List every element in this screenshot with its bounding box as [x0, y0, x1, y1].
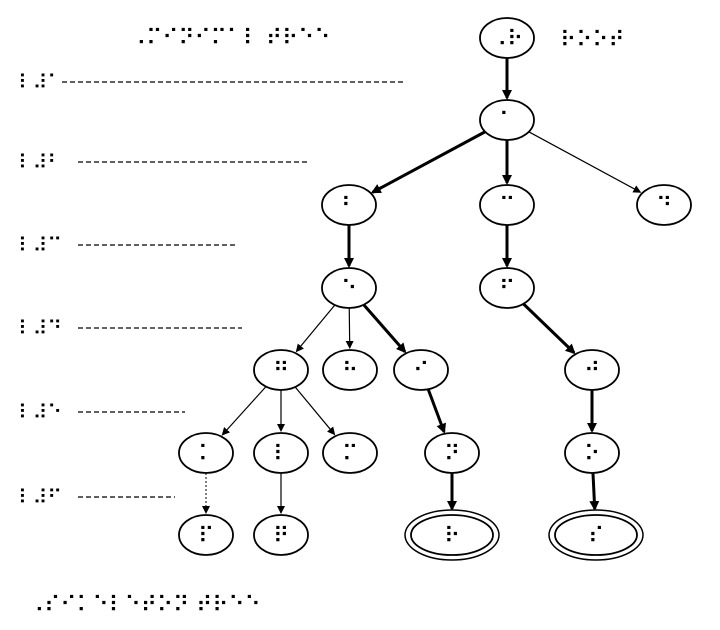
- node-ellipse: [479, 267, 535, 309]
- node-n-4c: ⠊: [393, 349, 449, 391]
- node-n-4a: ⠛: [253, 349, 309, 391]
- node-n-3b: ⠋: [479, 267, 535, 309]
- node-n-6d: ⠎: [548, 509, 644, 561]
- level-2-label: ⠇⠼⠃: [18, 150, 62, 174]
- node-label: ⠇: [273, 442, 289, 467]
- node-ellipse: [393, 349, 449, 391]
- node-ellipse: [564, 349, 620, 391]
- node-ellipse: [178, 432, 234, 474]
- edge-n-3a-n-4c: [362, 303, 407, 354]
- edge-n-4c-n-5d: [426, 388, 446, 434]
- node-n-5a: ⠅: [178, 432, 234, 474]
- footer-caption: ⠠⠎⠊⠅⠑⠇⠑⠞⠕⠝ ⠞⠗⠑⠑: [28, 593, 261, 618]
- node-label: ⠃: [341, 194, 357, 219]
- node-n-2c: ⠙: [636, 184, 692, 226]
- node-n-5e: ⠕: [564, 432, 620, 474]
- edge-n-1-n-2a: [370, 130, 486, 194]
- edge-n-4a-n-5c: [294, 386, 336, 436]
- level-guides: ⠇⠼⠁ ⠇⠼⠃ ⠇⠼⠉ ⠇⠼⠙ ⠇⠼⠑ ⠇⠼⠋: [18, 70, 405, 509]
- node-n-3a: ⠑: [321, 267, 377, 309]
- node-ellipse: [479, 17, 535, 59]
- level-5-label: ⠇⠼⠑: [18, 400, 62, 424]
- level-4-label: ⠇⠼⠙: [18, 316, 62, 340]
- level-1-label: ⠇⠼⠁: [18, 70, 62, 94]
- node-ellipse: [322, 349, 378, 391]
- edge-n-3a-n-4a: [295, 304, 336, 353]
- edge-n-1-n-2c: [528, 131, 642, 193]
- node-n-4b: ⠓: [322, 349, 378, 391]
- node-label: ⠁: [499, 109, 515, 134]
- goal-inner-ring: [410, 514, 494, 556]
- tree-nodes: ⠠⠗ ⠁ ⠃ ⠉ ⠙ ⠑ ⠋ ⠛ ⠓ ⠊ ⠚ ⠅ ⠇ ⠍ ⠝ ⠕ ⠏ ⠟ ⠗ ⠎: [178, 17, 692, 561]
- node-ellipse: [253, 514, 309, 556]
- node-n-2b: ⠉: [479, 184, 535, 226]
- node-ellipse: [321, 267, 377, 309]
- level-3-label: ⠇⠼⠉: [18, 233, 62, 257]
- node-label: ⠅: [198, 442, 214, 467]
- node-label: ⠓: [342, 359, 358, 384]
- node-ellipse: [253, 432, 309, 474]
- node-ellipse: [321, 184, 377, 226]
- node-label: ⠉: [499, 194, 515, 219]
- node-n-root: ⠠⠗: [479, 17, 535, 59]
- node-ellipse: [479, 99, 535, 141]
- node-ellipse: [424, 432, 480, 474]
- node-ellipse: [178, 514, 234, 556]
- node-label: ⠟: [273, 524, 289, 549]
- node-n-2a: ⠃: [321, 184, 377, 226]
- node-label: ⠏: [198, 524, 214, 549]
- node-label: ⠗: [444, 524, 460, 549]
- root-label: ⠗⠕⠕⠞: [560, 28, 624, 53]
- edge-n-5e-n-6d: [589, 472, 600, 512]
- node-n-5d: ⠝: [424, 432, 480, 474]
- diagram-title: ⠠⠍⠊⠝⠊⠍⠁⠇ ⠞⠗⠑⠑: [130, 26, 330, 51]
- node-label: ⠑: [341, 277, 357, 302]
- node-n-4d: ⠚: [564, 349, 620, 391]
- node-n-6b: ⠟: [253, 514, 309, 556]
- node-label: ⠋: [499, 277, 515, 302]
- node-ellipse: [564, 432, 620, 474]
- node-n-1: ⠁: [479, 99, 535, 141]
- node-label: ⠍: [342, 442, 358, 467]
- node-n-5c: ⠍: [322, 432, 378, 474]
- edge-n-3b-n-4d: [522, 302, 576, 355]
- node-n-5b: ⠇: [253, 432, 309, 474]
- node-n-6a: ⠏: [178, 514, 234, 556]
- goal-inner-ring: [554, 514, 638, 556]
- node-ellipse: [479, 184, 535, 226]
- level-6-label: ⠇⠼⠋: [18, 485, 62, 509]
- node-label: ⠊: [413, 359, 429, 384]
- node-label: ⠠⠗: [491, 27, 523, 52]
- edge-n-4a-n-5a: [221, 386, 267, 436]
- node-n-6c: ⠗: [404, 509, 500, 561]
- node-ellipse: [322, 432, 378, 474]
- tree-edges: [202, 58, 642, 514]
- node-label: ⠎: [588, 524, 604, 549]
- node-label: ⠕: [584, 442, 600, 467]
- node-ellipse: [636, 184, 692, 226]
- node-label: ⠛: [273, 359, 289, 384]
- node-label: ⠝: [444, 442, 460, 467]
- node-ellipse: [253, 349, 309, 391]
- node-label: ⠚: [584, 359, 600, 384]
- node-label: ⠙: [656, 194, 672, 219]
